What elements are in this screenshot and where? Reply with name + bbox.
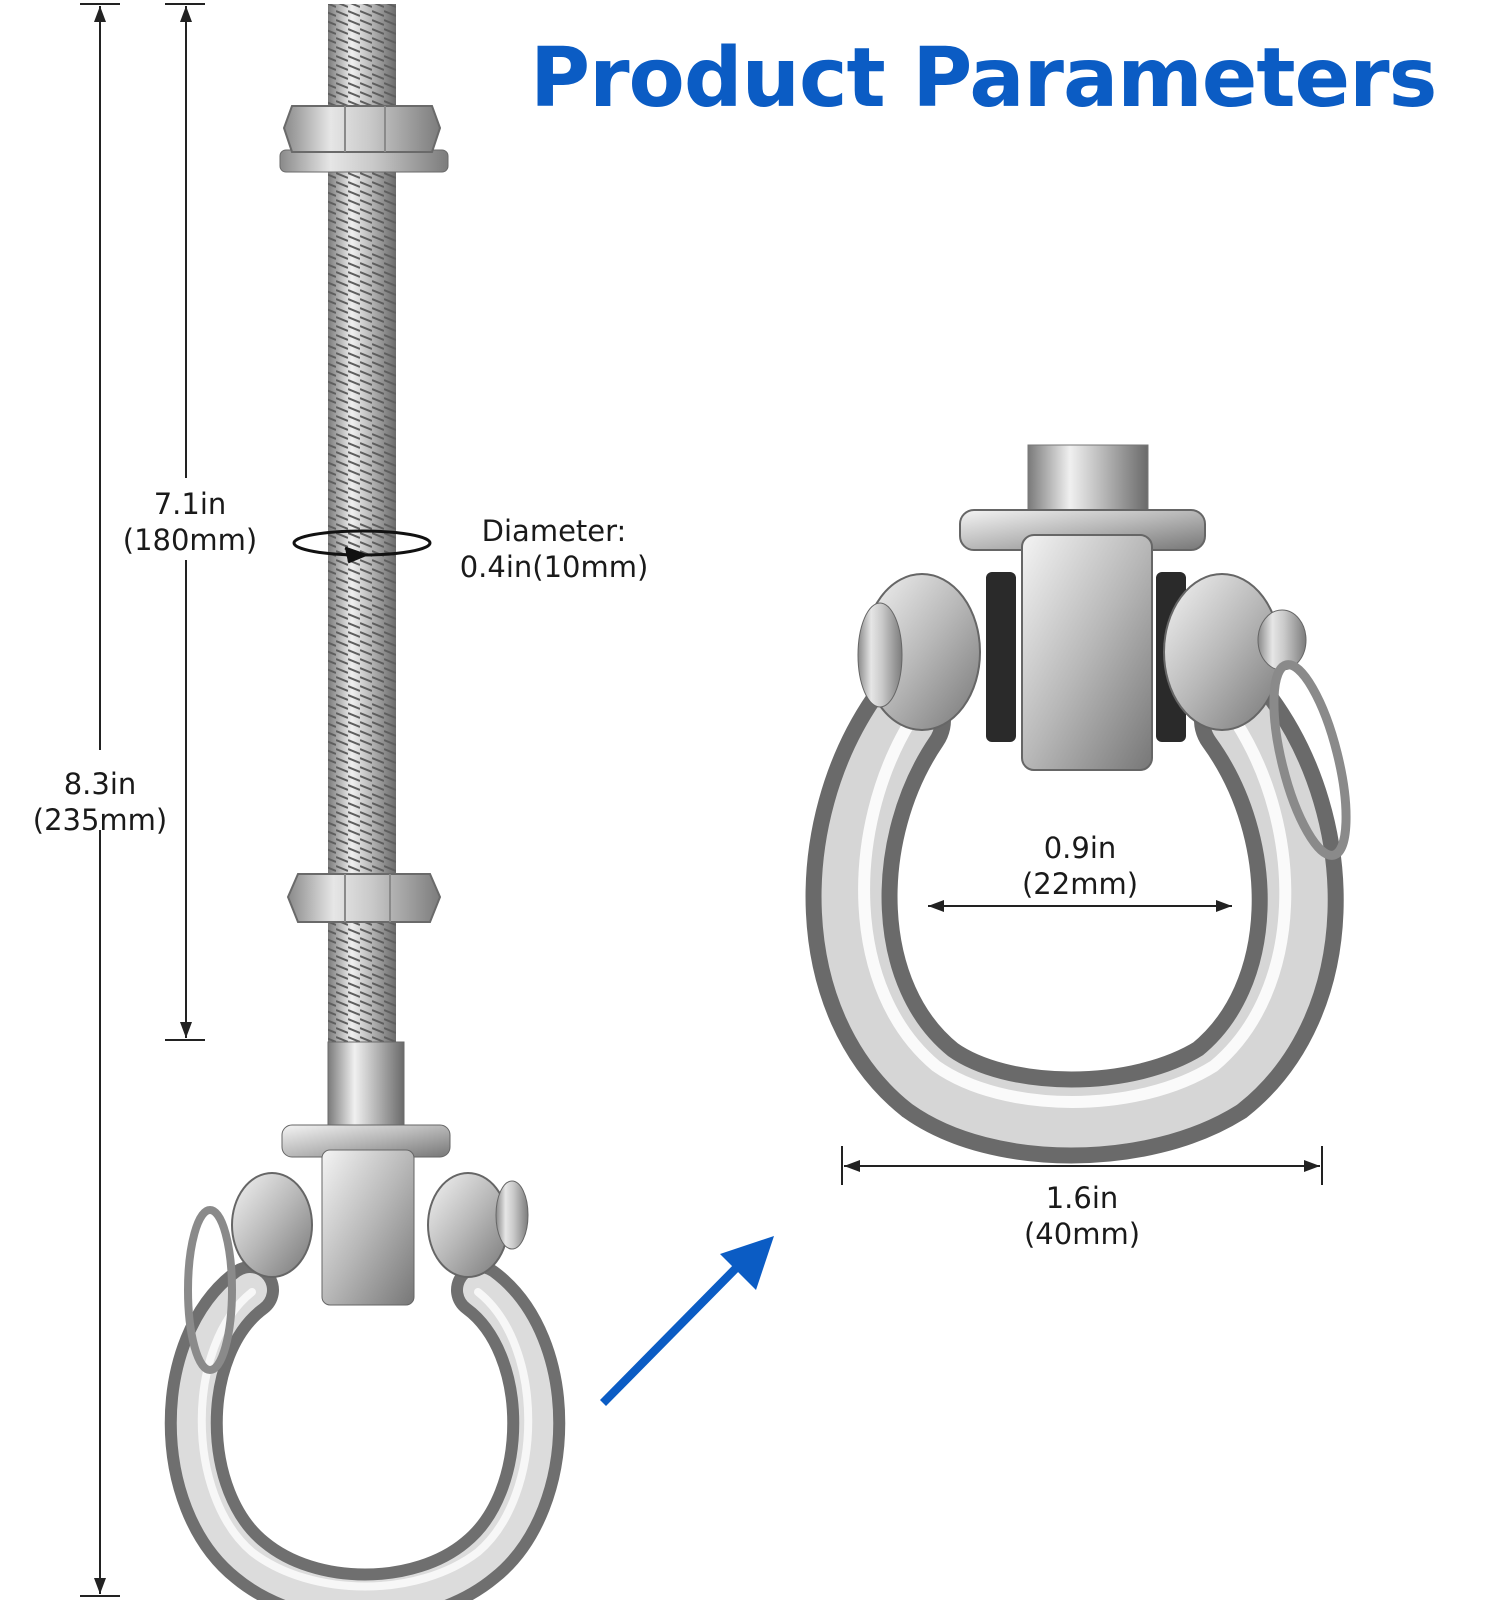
dimension-inner-width — [928, 900, 1232, 912]
total-length-inch: 8.3in — [63, 767, 137, 801]
outer-width-inch: 1.6in — [1045, 1181, 1119, 1215]
label-thread-length: 7.1in (180mm) — [100, 486, 280, 558]
shackle-closeup — [805, 444, 1351, 1164]
dimension-outer-width — [841, 1146, 1323, 1185]
middle-nut — [286, 873, 442, 923]
thread-length-inch: 7.1in — [153, 487, 227, 521]
diameter-value: 0.4in(10mm) — [459, 550, 649, 584]
zoom-arrow-icon — [600, 1236, 774, 1406]
thread-length-mm: (180mm) — [122, 523, 258, 557]
top-washer — [279, 149, 449, 173]
inner-width-mm: (22mm) — [1021, 867, 1139, 901]
inner-width-inch: 0.9in — [1043, 831, 1117, 865]
rotation-arrow-icon — [292, 529, 432, 564]
label-diameter: Diameter: 0.4in(10mm) — [434, 513, 674, 585]
outer-width-mm: (40mm) — [1023, 1217, 1141, 1251]
eye-bolt-full — [164, 4, 566, 1600]
label-outer-width: 1.6in (40mm) — [992, 1180, 1172, 1252]
diameter-label: Diameter: — [481, 514, 627, 548]
top-nut — [282, 105, 442, 153]
label-total-length: 8.3in (235mm) — [10, 766, 190, 838]
dimension-thread-length — [165, 3, 205, 1041]
label-inner-width: 0.9in (22mm) — [990, 830, 1170, 902]
dimension-total-length — [80, 3, 120, 1597]
total-length-mm: (235mm) — [32, 803, 168, 837]
page-title: Product Parameters — [530, 31, 1437, 126]
